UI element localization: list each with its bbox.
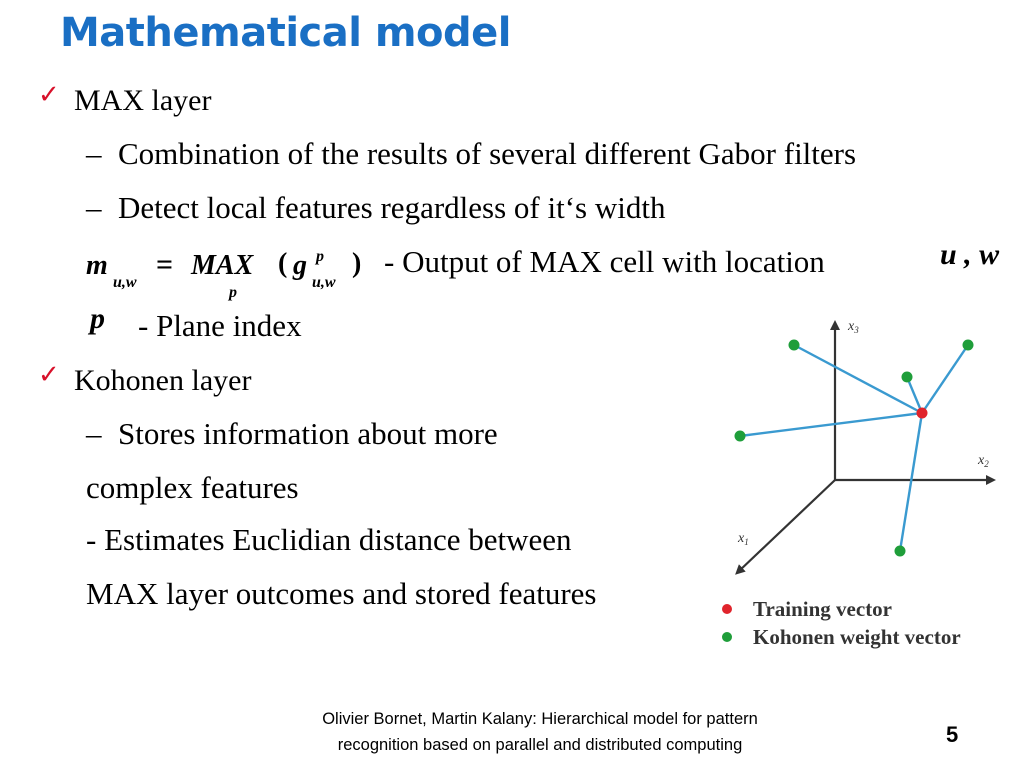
kohonen-diagram: x3 x2 x1 Training vector Kohonen weight … [722, 319, 996, 649]
axis-x1-label: x1 [737, 531, 749, 547]
kohonen-weight-vectors [734, 339, 974, 557]
formula-description: - Output of MAX cell with location [384, 244, 825, 279]
page-number: 5 [946, 722, 959, 747]
sub-bullet-stores-1: Stores information about more [118, 416, 498, 451]
bullet-kohonen-layer: Kohonen layer [74, 364, 252, 397]
plane-symbol: p [90, 302, 105, 335]
sub-bullet-estimates-1: - Estimates Euclidian distance between [86, 522, 572, 557]
sub-bullet-detect: Detect local features regardless of it‘s… [118, 190, 666, 225]
sub-bullet-combination: Combination of the results of several di… [118, 136, 857, 171]
dash-icon: – [86, 190, 102, 225]
kohonen-point [901, 371, 913, 383]
plane-index-description: - Plane index [138, 308, 302, 343]
training-point [916, 407, 928, 419]
checkmark-icon: ✓ [38, 80, 60, 110]
footer-citation: Olivier Bornet, Martin Kalany: Hierarchi… [240, 706, 840, 758]
location-uw: u , w [940, 238, 1000, 271]
connection-lines [739, 343, 969, 552]
slide-title: Mathematical model [60, 10, 512, 56]
kohonen-point [962, 339, 974, 351]
bullet-max-layer: MAX layer [74, 84, 212, 117]
footer-line-1: Olivier Bornet, Martin Kalany: Hierarchi… [322, 710, 758, 728]
axis-x1 [735, 479, 836, 575]
dash-icon: – [86, 136, 102, 171]
legend-training-label: Training vector [753, 597, 892, 621]
legend-kohonen-label: Kohonen weight vector [753, 625, 961, 649]
kohonen-point [894, 545, 906, 557]
legend-training-dot [722, 604, 732, 614]
kohonen-point [788, 339, 800, 351]
kohonen-point [734, 430, 746, 442]
footer-line-2: recognition based on parallel and distri… [337, 736, 743, 754]
legend-kohonen-dot [722, 632, 732, 642]
checkmark-icon: ✓ [38, 360, 60, 390]
sub-bullet-estimates-2: MAX layer outcomes and stored features [86, 576, 597, 611]
dash-icon: – [86, 416, 102, 451]
axis-x2-label: x2 [977, 453, 989, 469]
sub-bullet-stores-2: complex features [86, 470, 299, 505]
axis-x3-label: x3 [847, 319, 859, 335]
